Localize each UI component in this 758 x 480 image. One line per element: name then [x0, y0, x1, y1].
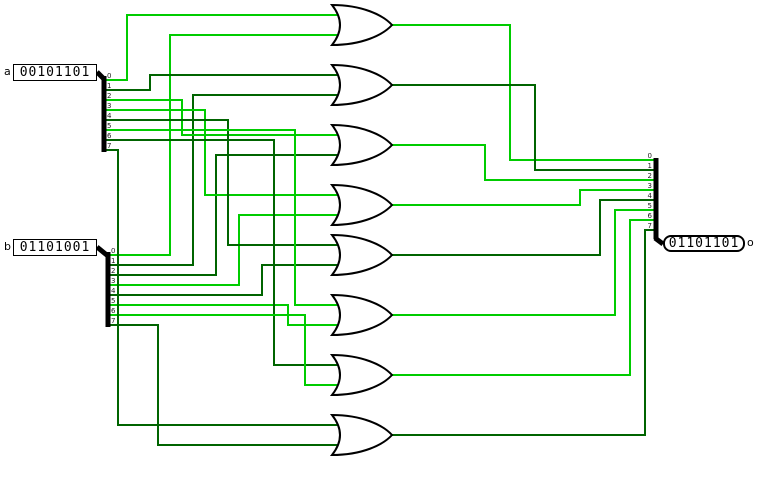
wire-a-bit7 [104, 149, 342, 426]
wire-out-bit5 [390, 209, 656, 316]
combiner-pin-label-2: 2 [648, 172, 652, 180]
splitter-a-pin-label-7: 7 [107, 142, 111, 150]
or-gate-4 [329, 233, 394, 277]
or-gate-0 [329, 3, 394, 47]
wire-a-bit6 [104, 139, 342, 366]
or-gate-1 [329, 63, 394, 107]
wire-a-bit3 [104, 109, 342, 196]
output-value: 01101101 [663, 235, 745, 252]
input-a-value[interactable]: 00101101 [13, 64, 97, 81]
combiner-pin-label-5: 5 [648, 202, 652, 210]
splitter-a-pin-label-0: 0 [107, 72, 111, 80]
combiner-pin-label-3: 3 [648, 182, 652, 190]
wire-a-bit4 [104, 119, 342, 246]
or-gate-3 [329, 183, 394, 227]
wire-a-bit0 [104, 14, 342, 81]
wire-b-bit4 [108, 264, 342, 296]
wire-out-bit2 [390, 144, 656, 181]
wire-b-bit7 [108, 324, 342, 446]
wire-b-bit6 [108, 314, 342, 386]
splitter-b-pin-label-6: 6 [111, 307, 116, 315]
combiner-pin-label-7: 7 [648, 222, 652, 230]
wire-out-bit7 [390, 229, 656, 436]
wire-a-bit5 [104, 129, 342, 306]
splitter-a-pin-label-5: 5 [107, 122, 111, 130]
wire-out-bit1 [390, 84, 656, 171]
splitter-b-pin-label-4: 4 [111, 287, 116, 295]
wire-b-bit1 [108, 94, 342, 266]
wire-out-bit4 [390, 199, 656, 256]
input-a-name: a [4, 65, 11, 78]
or-gate-7 [329, 413, 394, 457]
combiner-pin-label-6: 6 [648, 212, 653, 220]
wire-a-bit1 [104, 74, 342, 91]
input-b-value[interactable]: 01101001 [13, 239, 97, 256]
combiner-pin-label-1: 1 [648, 162, 652, 170]
wire-b-bit2 [108, 154, 342, 276]
splitter-a-pin-label-2: 2 [107, 92, 111, 100]
wire-out-bit6 [390, 219, 656, 376]
or-gate-5 [329, 293, 394, 337]
wire-a-bit2 [104, 99, 342, 136]
splitter-a-pin-label-6: 6 [107, 132, 112, 140]
combiner-pin-label-0: 0 [648, 152, 652, 160]
splitter-b-pin-label-3: 3 [111, 277, 115, 285]
input-b-name: b [4, 240, 11, 253]
splitter-a-pin-label-4: 4 [107, 112, 112, 120]
splitter-b-pin-label-2: 2 [111, 267, 115, 275]
splitter-b-pin-label-7: 7 [111, 317, 115, 325]
or-gate-2 [329, 123, 394, 167]
splitter-b-pin-label-5: 5 [111, 297, 115, 305]
combiner-elbow [653, 236, 665, 246]
wire-out-bit0 [390, 24, 656, 161]
wire-out-bit3 [390, 189, 656, 206]
splitter-a-pin-label-1: 1 [107, 82, 111, 90]
output-name: o [747, 236, 754, 249]
or-gate-6 [329, 353, 394, 397]
splitter-b-pin-label-1: 1 [111, 257, 115, 265]
combiner-pin-label-4: 4 [648, 192, 653, 200]
splitter-b-pin-label-0: 0 [111, 247, 115, 255]
wire-b-bit3 [108, 214, 342, 286]
splitter-a-pin-label-3: 3 [107, 102, 111, 110]
wire-b-bit0 [108, 34, 342, 256]
